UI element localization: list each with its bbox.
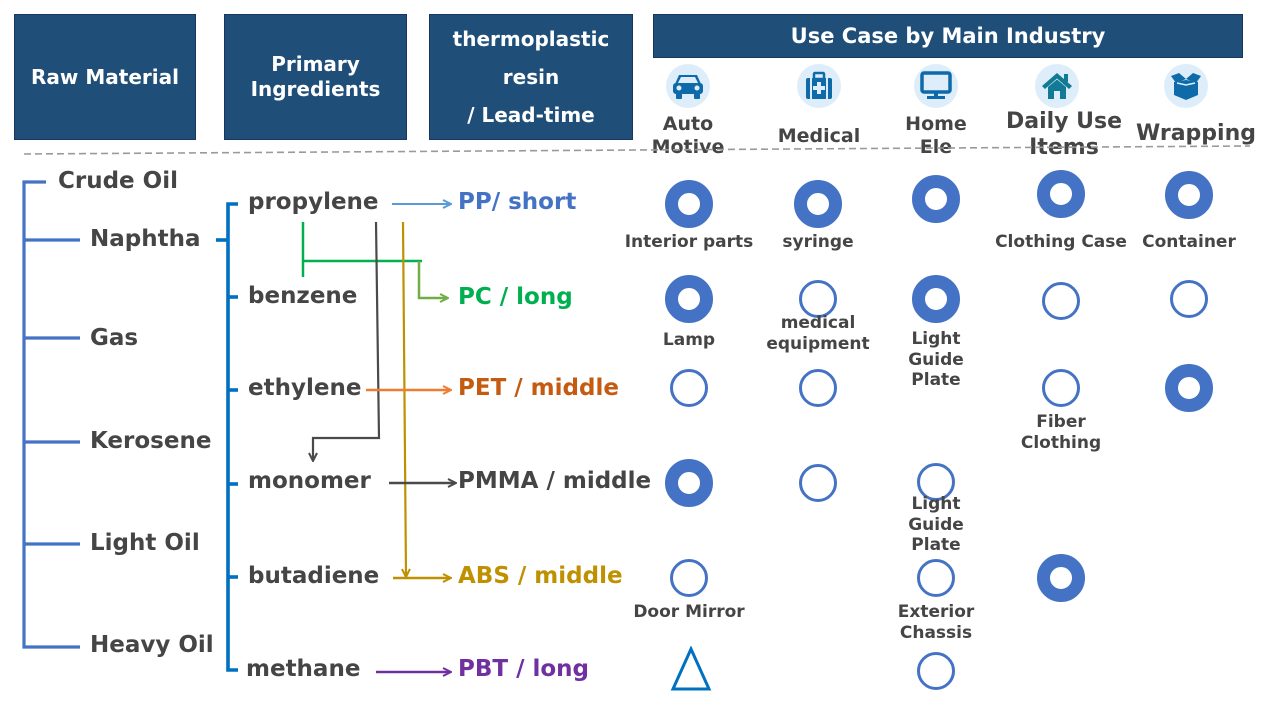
header-resin-line2: resin — [502, 65, 560, 89]
cell-pc-auto-motive-label-line: Lamp — [662, 330, 716, 350]
cell-pc-wrapping-weak-circle-icon — [1170, 280, 1208, 318]
cell-pp-wrapping-strong-circle-icon — [1165, 171, 1213, 219]
raw-material-heavy-oil: Heavy Oil — [90, 632, 214, 658]
cell-pc-daily-use-items-weak-circle-icon — [1042, 282, 1080, 320]
box-icon — [1164, 64, 1208, 108]
cell-pet-auto-motive-weak-circle-icon — [670, 369, 708, 407]
cell-pc-medical-label-line: medical — [780, 313, 856, 333]
arrow-propylene-monomer — [313, 221, 381, 460]
cell-abs-auto-motive-label: Door Mirror — [633, 602, 744, 623]
industry-label-wrapping: Wrapping — [1135, 121, 1257, 146]
header-resin-line1: thermoplastic — [452, 27, 610, 51]
cell-pmma-home-ele-label-line: Plate — [911, 535, 961, 556]
resin-pp: PP/ short — [458, 189, 577, 215]
cell-pc-home-ele-label-line: Plate — [911, 370, 961, 391]
ingredient-benzene: benzene — [248, 283, 358, 309]
cell-pc-home-ele-label-line: Light — [911, 329, 961, 349]
cell-pp-medical-strong-circle-icon — [794, 180, 842, 228]
header-raw-material: Raw Material — [14, 14, 196, 140]
monitor-icon — [914, 64, 958, 108]
raw-material-tree — [22, 180, 80, 649]
cell-pbt-auto-motive-triangle-icon — [670, 646, 712, 691]
raw-material-gas: Gas — [90, 325, 139, 351]
resin-abs: ABS / middle — [458, 563, 623, 589]
cell-pp-daily-use-items-strong-circle-icon — [1037, 170, 1085, 218]
cell-abs-home-ele-label-line: Chassis — [899, 622, 973, 643]
cell-pmma-auto-motive-strong-circle-icon — [665, 459, 713, 507]
header-use-case: Use Case by Main Industry — [653, 14, 1243, 58]
industry-label-medical: Medical — [777, 125, 861, 147]
cell-abs-home-ele-label-line: Exterior — [897, 602, 975, 622]
cell-pp-auto-motive-label: Interior parts — [625, 232, 754, 253]
cell-pc-home-ele-label-line: Guide — [908, 349, 964, 370]
resin-pet: PET / middle — [458, 375, 619, 401]
raw-material-light-oil: Light Oil — [90, 530, 200, 556]
cell-pp-wrapping-label-line: Container — [1142, 232, 1236, 252]
cell-pp-auto-motive-label-line: Interior parts — [624, 232, 754, 252]
cell-abs-home-ele-weak-circle-icon — [917, 559, 955, 597]
resin-pmma: PMMA / middle — [458, 468, 652, 494]
house-icon — [1035, 64, 1079, 108]
ingredient-ethylene: ethylene — [248, 375, 362, 401]
arrow-benzene-pc — [301, 222, 447, 298]
cell-pc-home-ele-strong-circle-icon — [912, 275, 960, 323]
cell-pc-auto-motive-label: Lamp — [663, 330, 715, 351]
header-resin-leadtime: thermoplastic resin / Lead-time — [429, 14, 633, 140]
raw-material-kerosene: Kerosene — [90, 428, 212, 454]
header-primary-ingredients: Primary Ingredients — [224, 14, 407, 140]
ingredient-monomer: monomer — [248, 468, 371, 494]
ingredient-propylene: propylene — [248, 189, 379, 215]
cell-pmma-medical-weak-circle-icon — [799, 464, 837, 502]
resin-pc: PC / long — [458, 284, 573, 310]
cell-pet-daily-use-items-label-line: Clothing — [1020, 432, 1102, 453]
cell-pmma-home-ele-label-line: Guide — [908, 514, 964, 535]
cell-pp-auto-motive-strong-circle-icon — [665, 180, 713, 228]
raw-material-naphtha: Naphtha — [90, 226, 201, 252]
cell-pet-medical-weak-circle-icon — [799, 369, 837, 407]
cell-pc-auto-motive-strong-circle-icon — [665, 275, 713, 323]
cell-pbt-home-ele-weak-circle-icon — [917, 652, 955, 690]
car-icon — [666, 64, 710, 108]
cell-pc-medical-weak-circle-icon — [799, 280, 837, 318]
medical-kit-icon — [797, 64, 841, 108]
cell-abs-auto-motive-weak-circle-icon — [670, 559, 708, 597]
raw-material-crude-oil: Crude Oil — [58, 168, 178, 194]
cell-pp-medical-label-line: syringe — [782, 232, 854, 252]
ingredient-tree — [216, 202, 238, 672]
cell-abs-auto-motive-label-line: Door Mirror — [633, 602, 745, 622]
cell-pc-medical-label-line: equipment — [766, 333, 870, 354]
cell-pmma-home-ele-weak-circle-icon — [917, 463, 955, 501]
header-primary-ingredients-line2: Ingredients — [250, 77, 381, 101]
arrow-propylene-abs — [403, 221, 406, 576]
header-use-case-label: Use Case by Main Industry — [790, 23, 1106, 48]
cell-pet-wrapping-strong-circle-icon — [1165, 364, 1213, 412]
ingredient-methane: methane — [246, 656, 361, 682]
header-resin-line3: / Lead-time — [467, 103, 595, 127]
header-primary-ingredients-line1: Primary — [271, 52, 360, 76]
cell-pet-daily-use-items-weak-circle-icon — [1042, 369, 1080, 407]
dashed-divider — [23, 145, 1251, 155]
cell-abs-daily-use-items-strong-circle-icon — [1037, 554, 1085, 602]
cell-pp-daily-use-items-label-line: Clothing Case — [995, 232, 1127, 252]
ingredient-butadiene: butadiene — [248, 563, 380, 589]
cell-pp-wrapping-label: Container — [1142, 232, 1236, 253]
cell-pet-daily-use-items-label-line: Fiber — [1036, 412, 1086, 432]
resin-pbt: PBT / long — [458, 656, 590, 682]
cell-pp-home-ele-strong-circle-icon — [912, 175, 960, 223]
cell-pp-medical-label: syringe — [782, 232, 853, 253]
header-raw-material-label: Raw Material — [31, 64, 179, 89]
cell-pp-daily-use-items-label: Clothing Case — [995, 232, 1127, 253]
cell-pmma-home-ele-label-line: Light — [911, 494, 961, 514]
